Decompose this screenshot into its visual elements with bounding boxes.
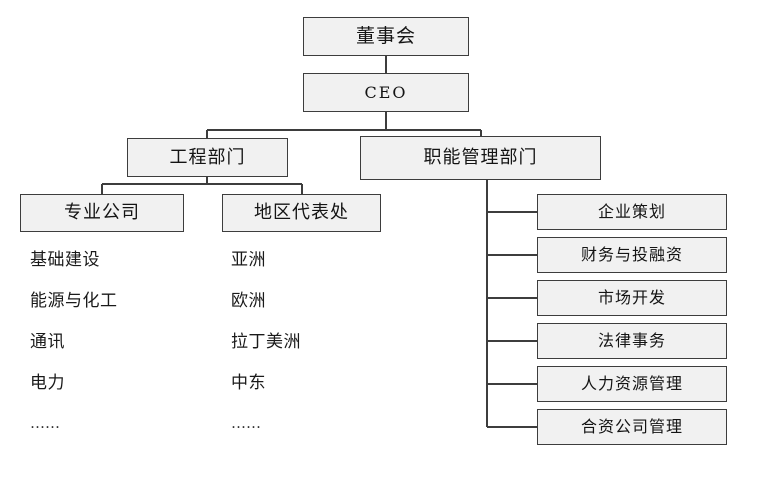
- list-item: 中东: [231, 373, 266, 393]
- list-item-ellipsis: ……: [30, 414, 60, 432]
- list-item: 拉丁美洲: [231, 332, 301, 352]
- list-item: 通讯: [30, 332, 65, 352]
- node-department-market-development[interactable]: 市场开发: [537, 280, 727, 316]
- node-department-legal-affairs[interactable]: 法律事务: [537, 323, 727, 359]
- professional-company-list: 基础建设 能源与化工 通讯 电力 ……: [30, 252, 118, 457]
- node-board-of-directors[interactable]: 董事会: [303, 17, 469, 56]
- node-department-finance-investment-label: 财务与投融资: [580, 245, 683, 264]
- node-professional-company-label: 专业公司: [64, 202, 140, 223]
- list-item: 亚洲: [231, 250, 266, 270]
- node-regional-office-label: 地区代表处: [254, 202, 349, 223]
- list-item: 能源与化工: [30, 291, 118, 311]
- node-regional-office[interactable]: 地区代表处: [222, 194, 381, 232]
- node-department-finance-investment[interactable]: 财务与投融资: [537, 237, 727, 273]
- node-department-corporate-planning-label: 企业策划: [597, 202, 666, 221]
- list-item-ellipsis: ……: [231, 414, 261, 432]
- node-department-joint-venture-management-label: 合资公司管理: [580, 417, 683, 436]
- node-department-joint-venture-management[interactable]: 合资公司管理: [537, 409, 727, 445]
- list-item: 欧洲: [231, 291, 266, 311]
- node-board-of-directors-label: 董事会: [355, 25, 416, 47]
- node-ceo-label: CEO: [364, 82, 408, 102]
- node-department-human-resources[interactable]: 人力资源管理: [537, 366, 727, 402]
- node-department-legal-affairs-label: 法律事务: [597, 331, 666, 350]
- node-functional-management-department[interactable]: 职能管理部门: [360, 136, 601, 180]
- node-department-human-resources-label: 人力资源管理: [580, 374, 683, 393]
- list-item: 基础建设: [30, 250, 100, 270]
- node-engineering-department[interactable]: 工程部门: [127, 138, 288, 177]
- node-ceo[interactable]: CEO: [303, 73, 469, 112]
- node-department-market-development-label: 市场开发: [597, 288, 666, 307]
- node-department-corporate-planning[interactable]: 企业策划: [537, 194, 727, 230]
- node-professional-company[interactable]: 专业公司: [20, 194, 184, 232]
- node-engineering-department-label: 工程部门: [169, 146, 246, 168]
- regional-office-list: 亚洲 欧洲 拉丁美洲 中东 ……: [231, 252, 301, 457]
- node-functional-management-department-label: 职能管理部门: [423, 147, 538, 168]
- list-item: 电力: [30, 373, 65, 393]
